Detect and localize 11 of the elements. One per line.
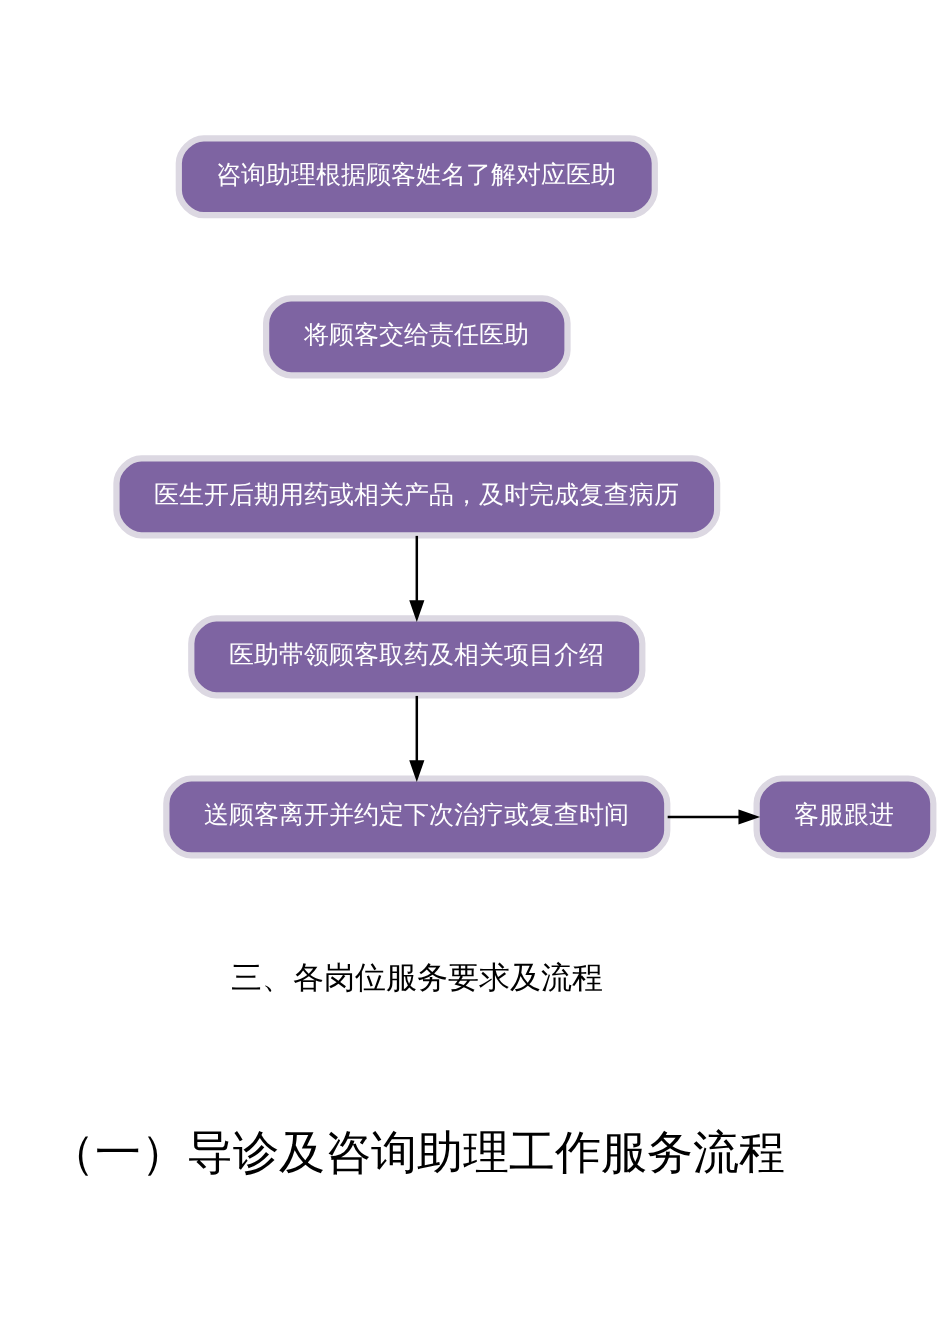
node-box: 客服跟进 xyxy=(753,774,937,859)
label: 三、各岗位服务要求及流程 xyxy=(230,958,603,995)
arrow xyxy=(667,808,761,825)
node-box: 将顾客交给责任医助 xyxy=(263,294,571,378)
arrow xyxy=(409,695,425,782)
node-box: 咨询助理根据顾客姓名了解对应医助 xyxy=(175,134,658,218)
node-box: 医生开后期用药或相关产品，及时完成复查病历 xyxy=(113,454,721,538)
arrow xyxy=(409,535,425,622)
node-box: 送顾客离开并约定下次治疗或复查时间 xyxy=(163,774,671,859)
label: （一）导诊及咨询助理工作服务流程 xyxy=(48,1125,785,1179)
node-box: 医助带领顾客取药及相关项目介绍 xyxy=(188,614,646,698)
